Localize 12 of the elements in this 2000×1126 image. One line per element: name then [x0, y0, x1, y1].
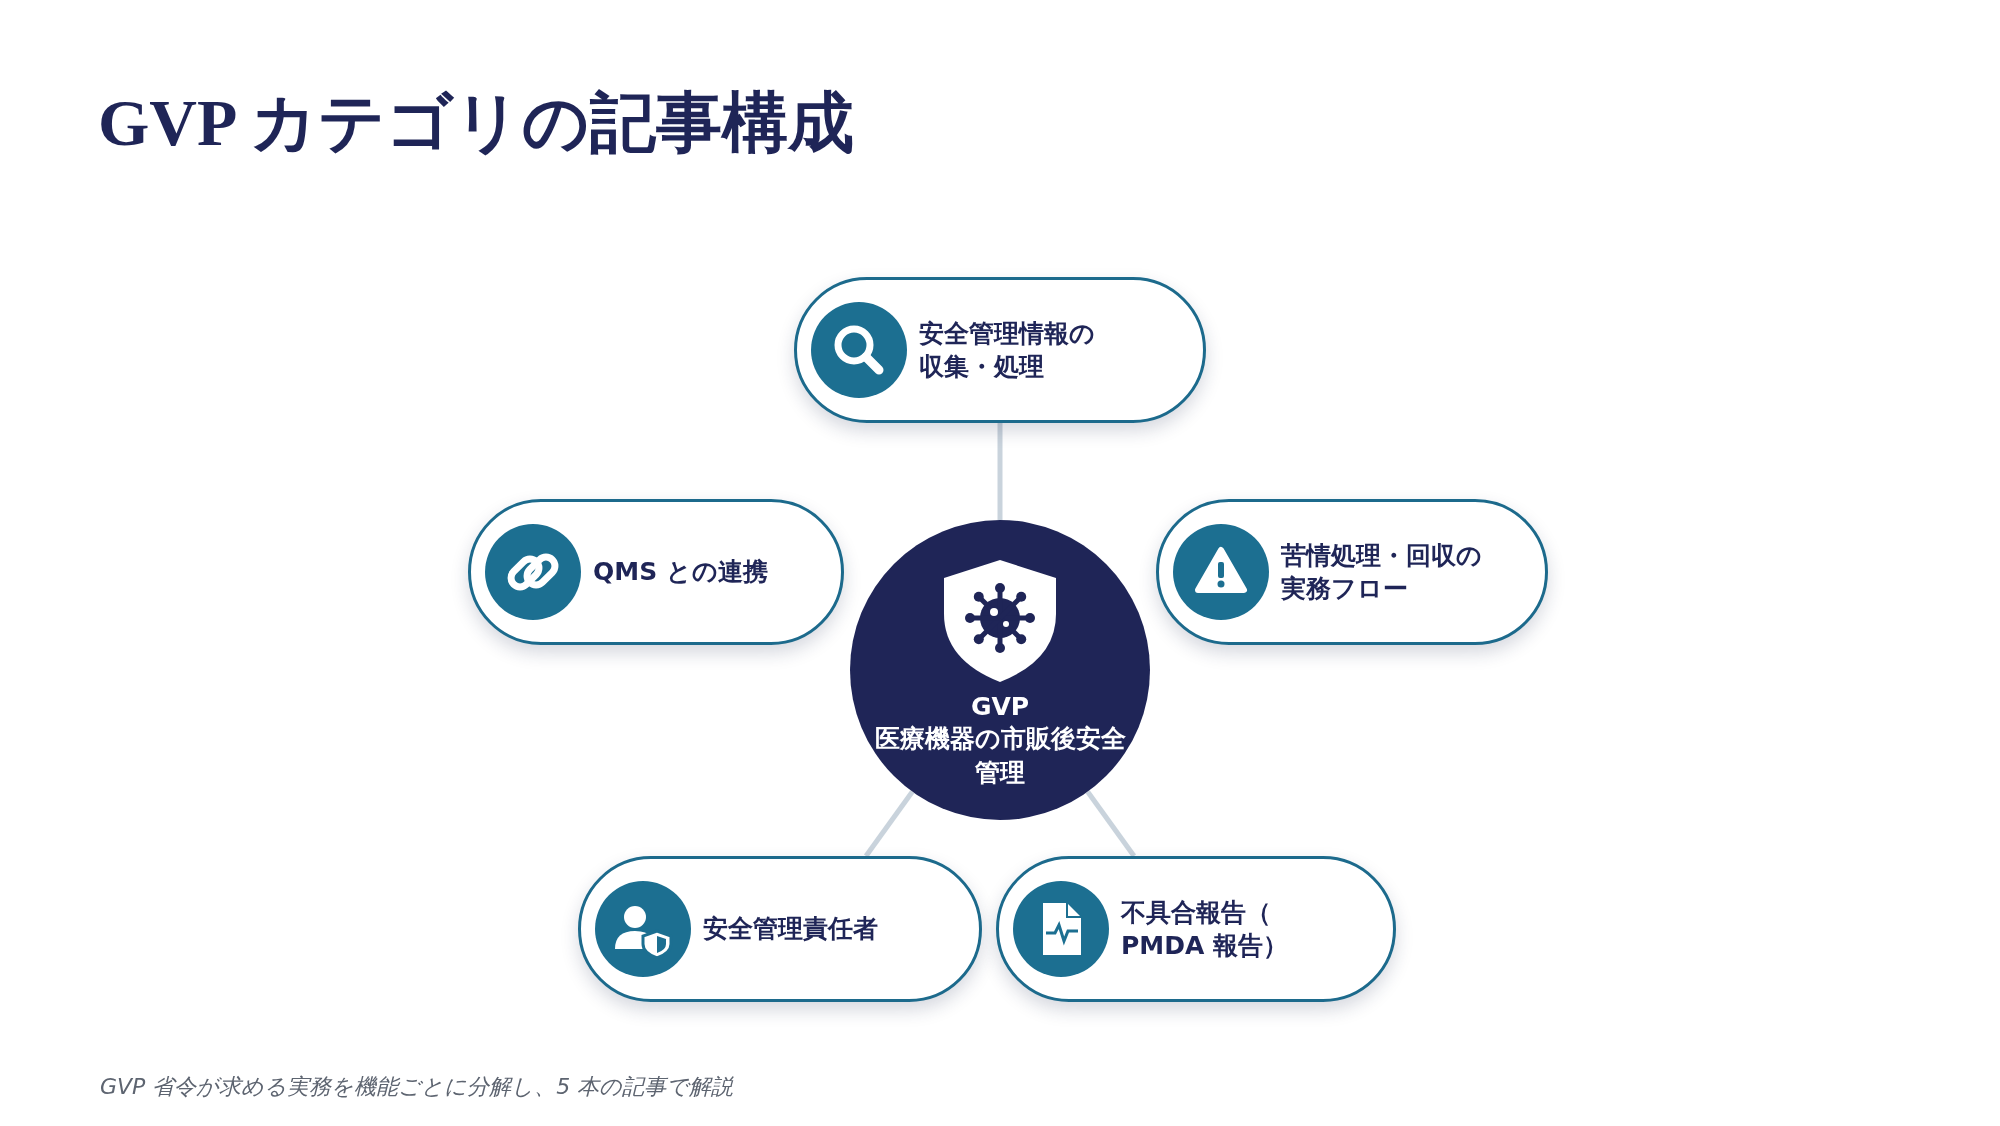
topic-label: QMS との連携 [593, 555, 769, 588]
connector-line [863, 790, 915, 858]
caption: GVP 省令が求める実務を機能ごとに分解し、5 本の記事で解説 [100, 1073, 734, 1101]
connector-line [1085, 790, 1137, 858]
connector-line [997, 423, 1003, 520]
topic-label: 苦情処理・回収の実務フロー [1281, 539, 1483, 604]
hub-heading: GVP [969, 691, 1031, 723]
hub-label: 医療機器の市販後安全管理 [873, 723, 1127, 789]
title: GVP カテゴリの記事構成 [98, 85, 855, 161]
topic-label: 安全管理責任者 [703, 912, 879, 945]
topic-label: 不具合報告（ PMDA 報告） [1121, 896, 1289, 961]
topic-label: 安全管理情報の収集・処理 [919, 317, 1096, 382]
